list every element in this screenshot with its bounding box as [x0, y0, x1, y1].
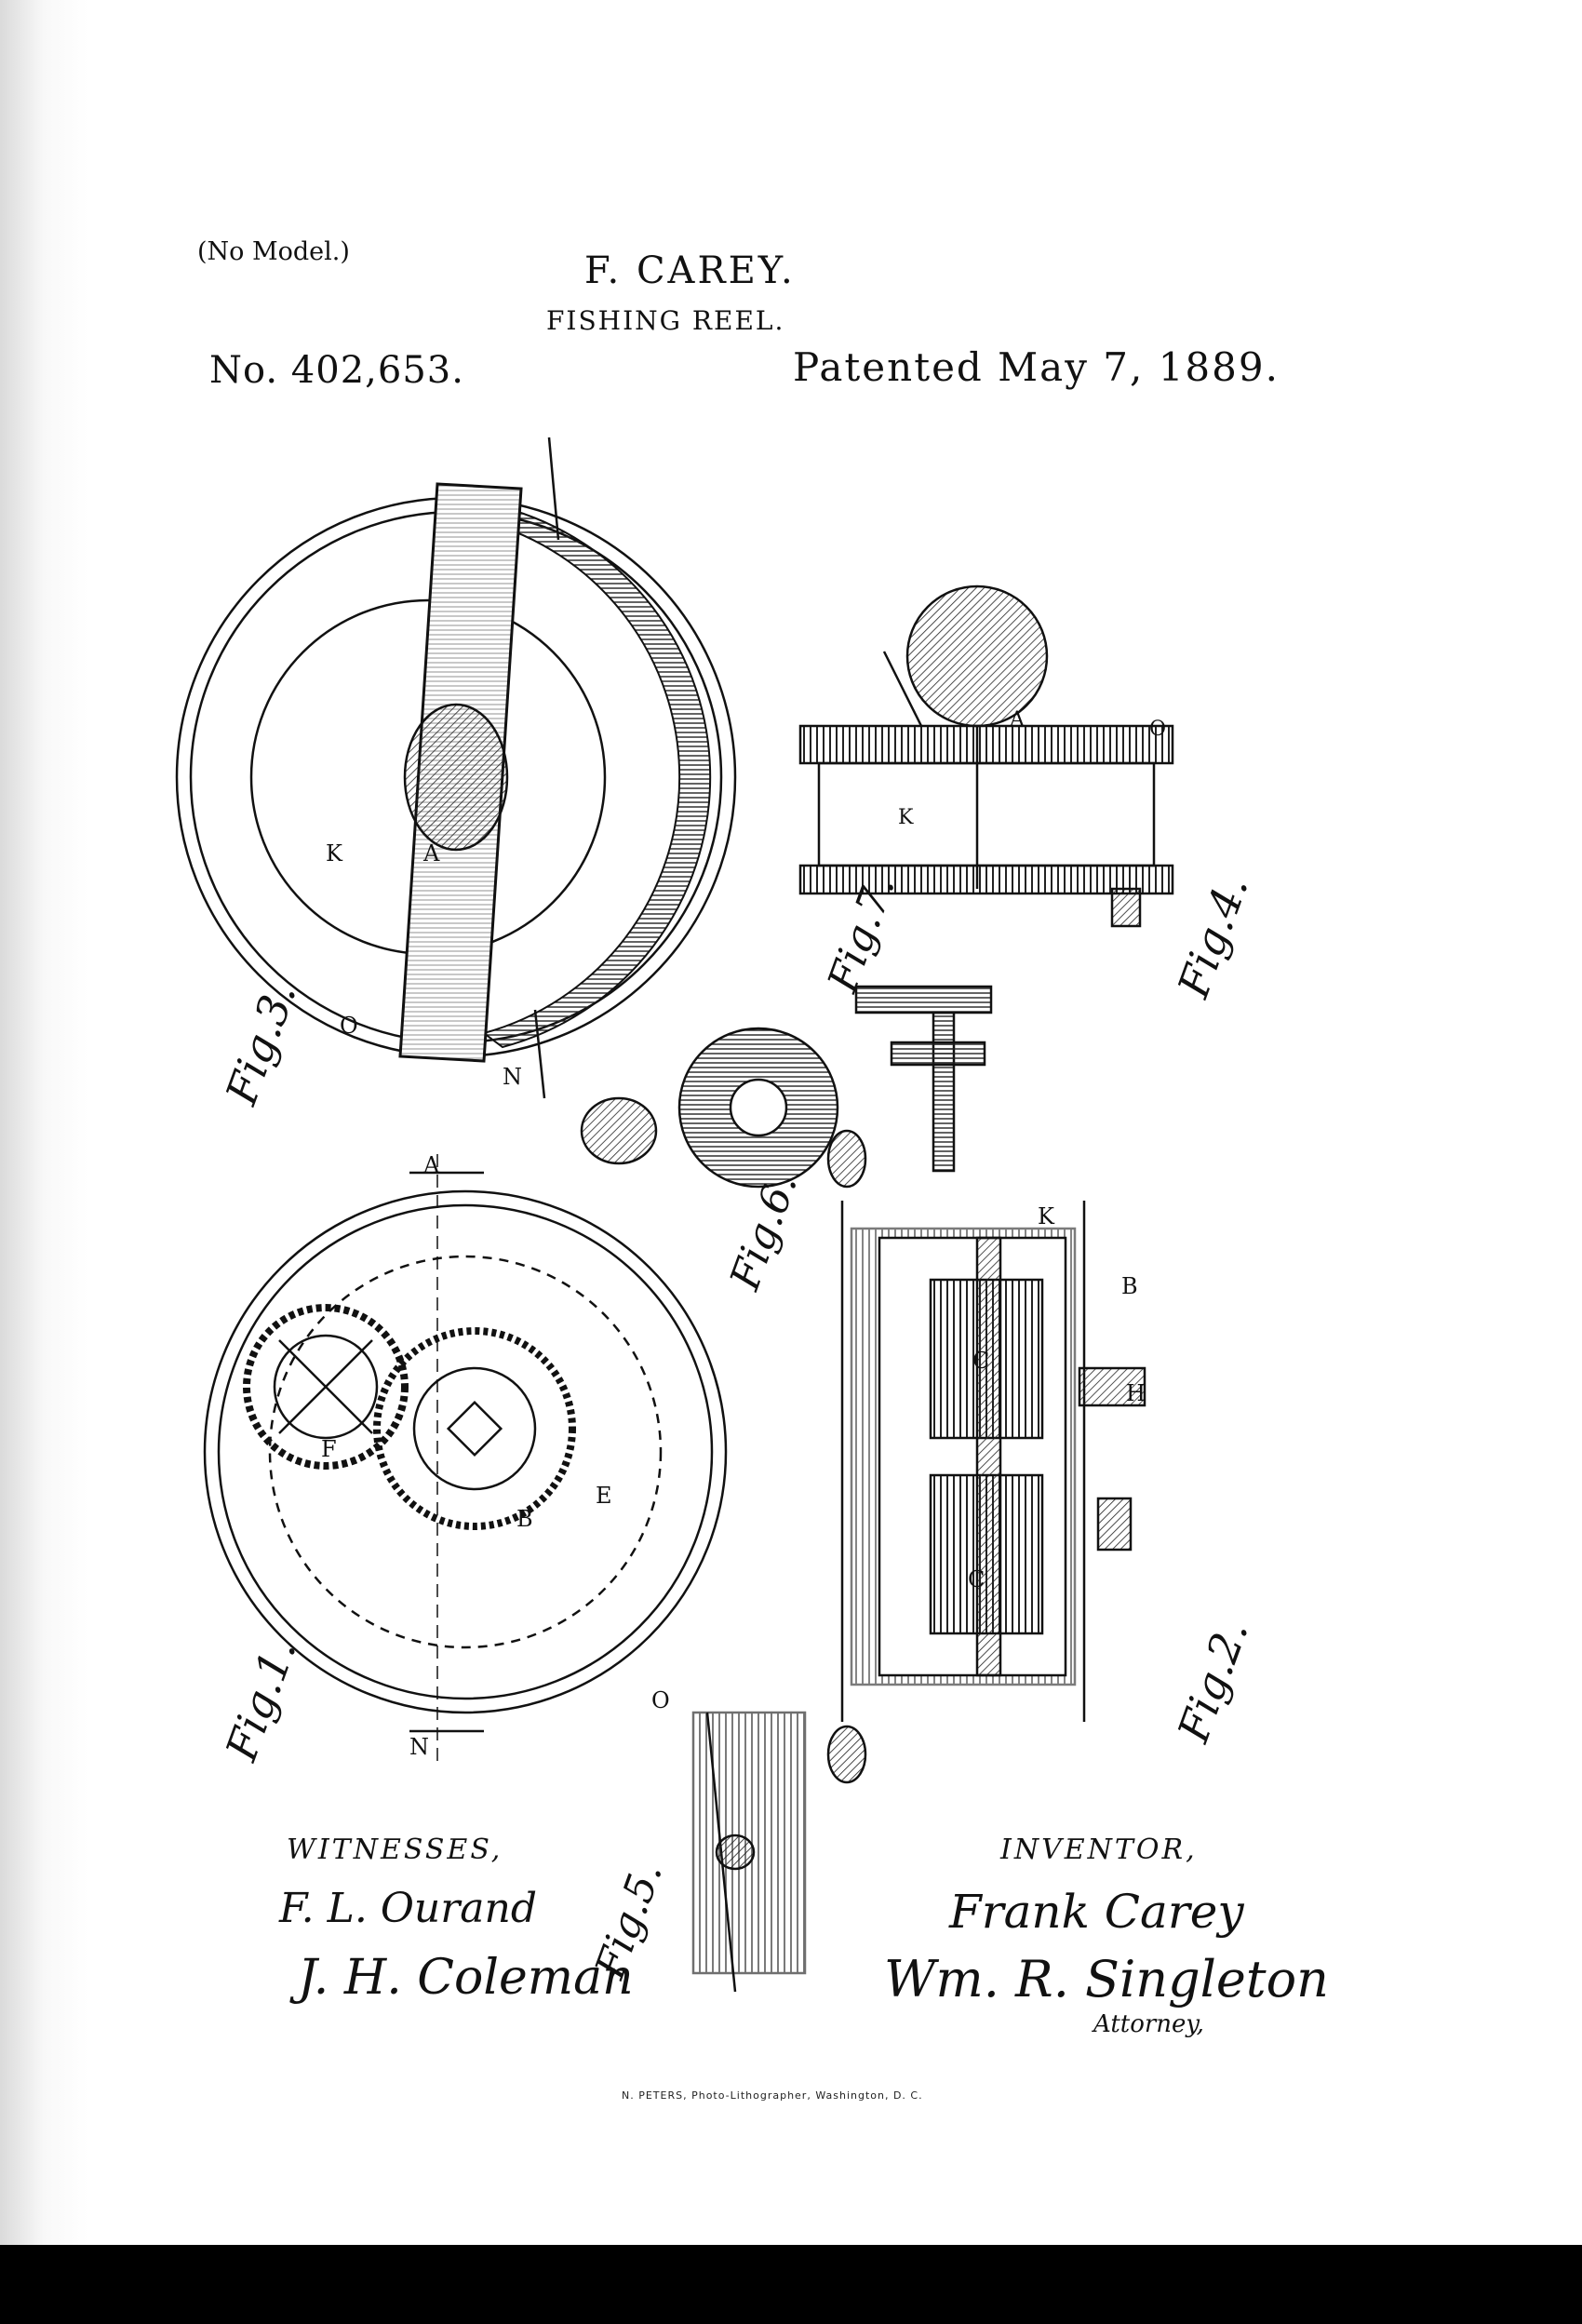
- label-K: K: [1038, 1203, 1055, 1229]
- label-C-lower: C: [968, 1566, 985, 1592]
- label-A: A: [422, 840, 440, 866]
- figure-4-labels: K A O: [898, 708, 1166, 829]
- label-O: O: [651, 1687, 670, 1713]
- attorney-signature: Wm. R. Singleton: [884, 1950, 1329, 2008]
- figure-1-labels: E F B A O N: [321, 1152, 670, 1760]
- lithographer-credit: N. PETERS, Photo-Lithographer, Washingto…: [622, 2089, 923, 2102]
- label-N: N: [503, 1064, 522, 1090]
- label-C: C: [972, 1348, 989, 1374]
- inventor-signature: Frank Carey: [949, 1885, 1244, 1939]
- inventor-label: INVENTOR,: [1000, 1834, 1198, 1866]
- figure-2-labels: C C K B H: [968, 1203, 1146, 1592]
- patent-date: Patented May 7, 1889.: [793, 344, 1280, 390]
- patent-title: FISHING REEL.: [546, 305, 785, 336]
- scan-margin-shading: [0, 0, 88, 2245]
- label-F: F: [321, 1436, 337, 1462]
- witness-signature-2: J. H. Coleman: [298, 1950, 634, 2006]
- label-O: O: [340, 1013, 358, 1039]
- label-A: A: [422, 1152, 440, 1178]
- figure-6-drawing: [580, 1027, 839, 1189]
- label-B: B: [516, 1506, 533, 1532]
- patent-number: No. 402,653.: [209, 349, 464, 392]
- no-model-note: (No Model.): [197, 237, 350, 266]
- label-B: B: [1121, 1273, 1138, 1299]
- figure-2-drawing: [826, 1129, 1146, 1784]
- label-N: N: [409, 1734, 429, 1760]
- inventor-name: F. CAREY.: [584, 249, 796, 292]
- witness-signature-1: F. L. Ourand: [279, 1885, 538, 1932]
- figure-7-drawing: [854, 985, 993, 1173]
- scan-bottom-border: [0, 2245, 1582, 2324]
- figure-1-drawing: [203, 1154, 728, 1768]
- figure-4-drawing: [798, 584, 1174, 928]
- label-A: A: [1009, 708, 1026, 732]
- label-K: K: [326, 840, 343, 866]
- label-K: K: [898, 806, 914, 829]
- figure-3-drawing: [175, 437, 737, 1099]
- label-H: H: [1126, 1380, 1146, 1406]
- label-O: O: [1149, 718, 1166, 741]
- label-E: E: [596, 1483, 612, 1509]
- witnesses-label: WITNESSES,: [287, 1834, 503, 1866]
- attorney-label: Attorney,: [1093, 2010, 1204, 2038]
- figure-3-labels: K A N O: [326, 840, 522, 1090]
- figure-5-drawing: [691, 1711, 807, 1993]
